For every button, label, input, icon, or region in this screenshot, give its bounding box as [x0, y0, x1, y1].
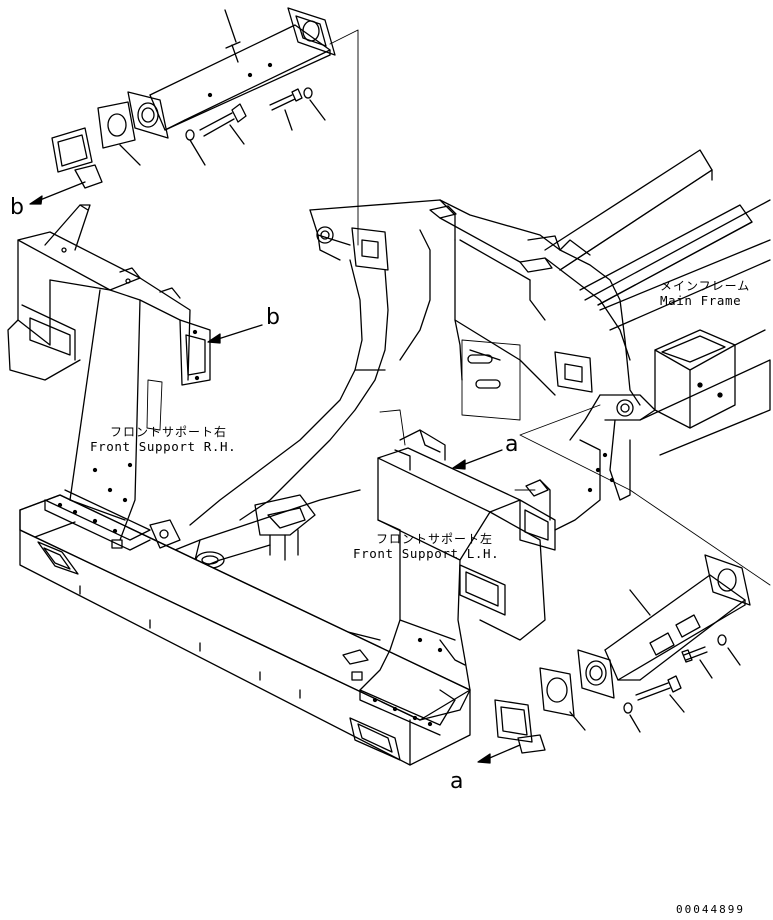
view-arrow-a — [452, 404, 771, 586]
lower-pin-assembly — [477, 554, 751, 764]
upper-pin-assembly — [29, 7, 359, 246]
front-support-lh-label-en: Front Support L.H. — [353, 546, 500, 561]
view-ref-a-mid: a — [505, 432, 519, 457]
front-support-rh-label-en: Front Support R.H. — [90, 439, 237, 454]
front-support-lh — [342, 409, 556, 736]
view-ref-b-mid: b — [266, 305, 280, 330]
front-support-rh-label-jp: フロントサポート右 — [110, 425, 228, 439]
main-frame — [544, 149, 771, 456]
view-arrow-b — [207, 324, 263, 344]
main-frame-label-jp: メインフレーム — [660, 279, 751, 293]
view-ref-b-top: b — [10, 195, 24, 220]
front-support-rh — [7, 204, 211, 551]
front-support-lh-label-jp: フロントサポート左 — [376, 532, 494, 546]
main-frame-label-en: Main Frame — [660, 293, 742, 308]
document-number: 00044899 — [676, 903, 745, 916]
front-cross-beam — [19, 494, 471, 766]
view-ref-a-bottom: a — [450, 769, 464, 794]
